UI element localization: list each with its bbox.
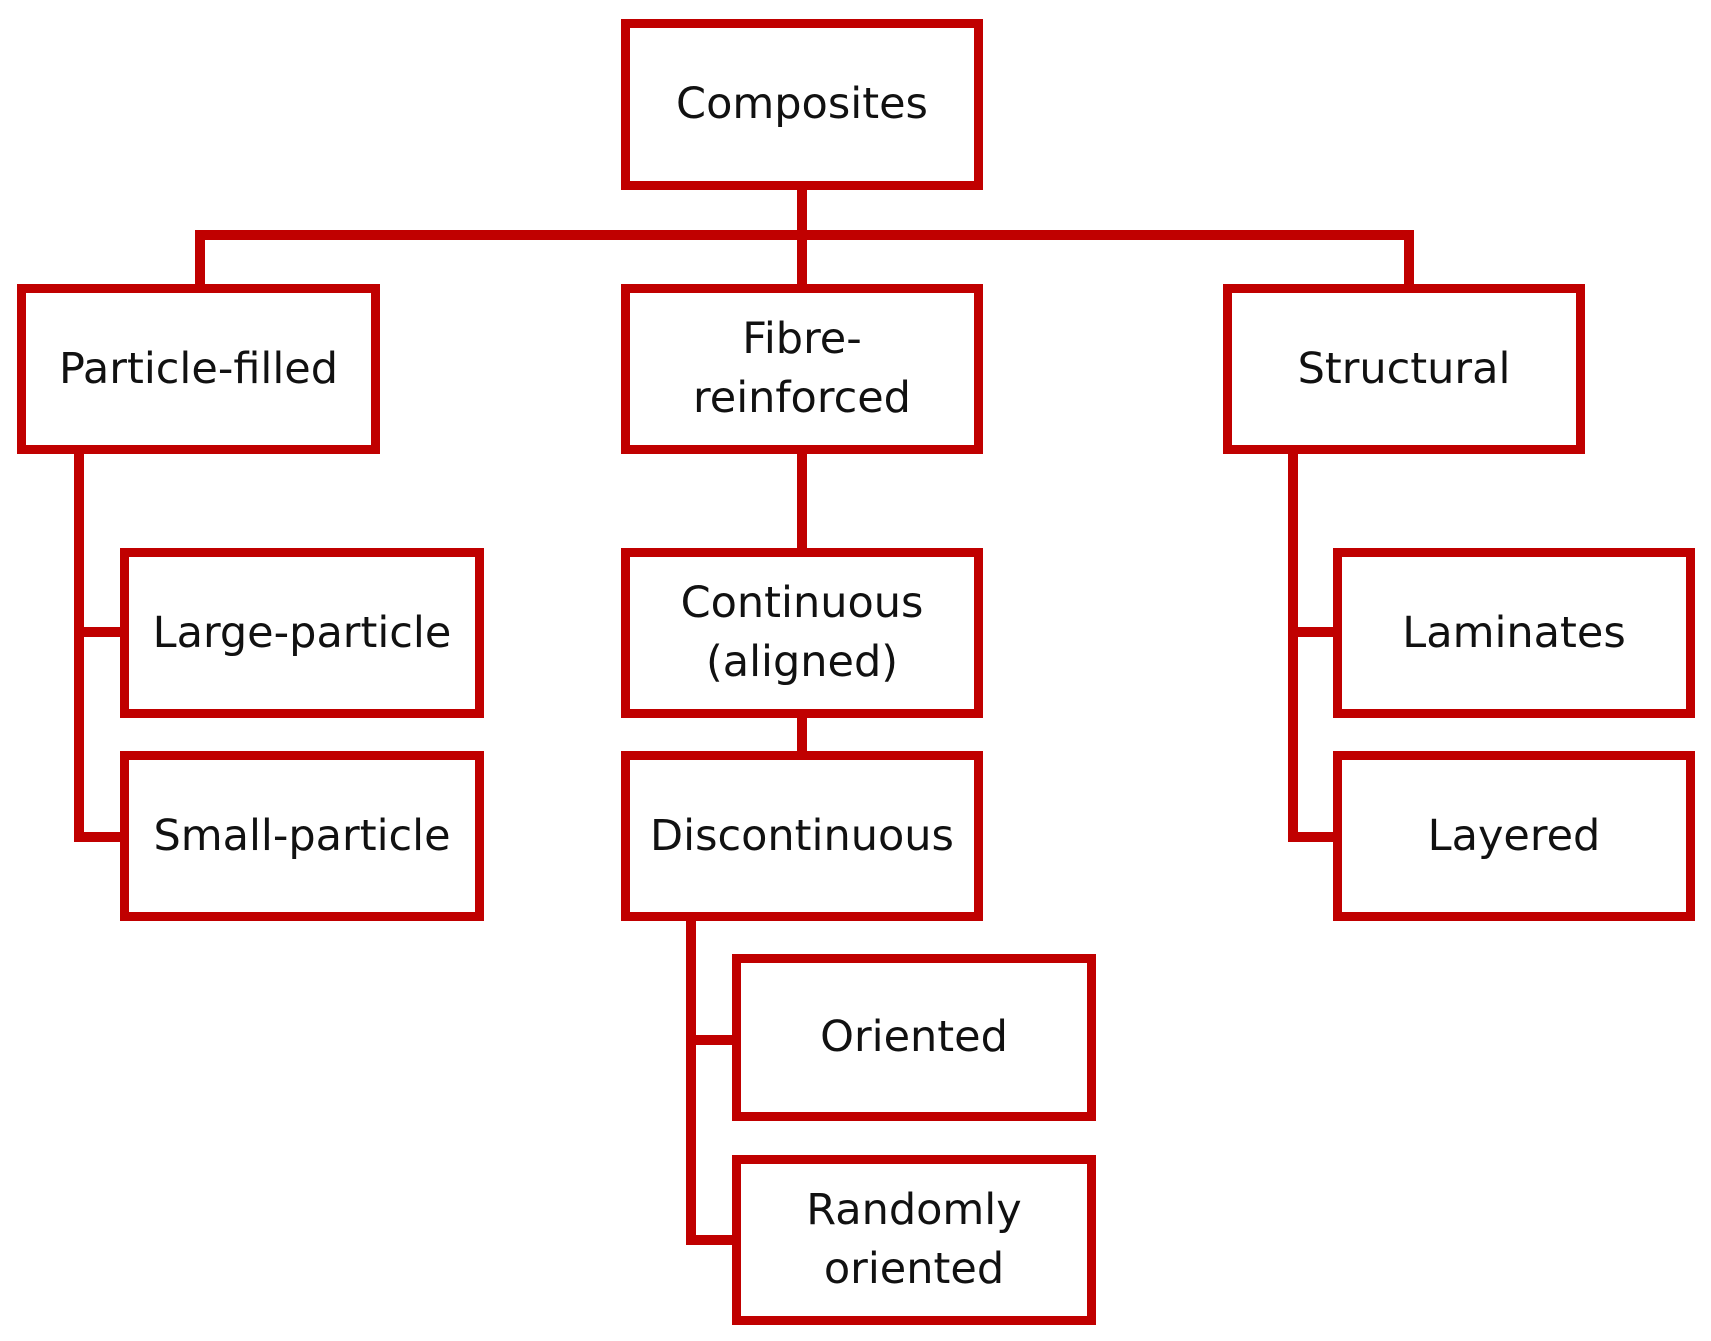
node-discontinuous: Discontinuous	[621, 751, 983, 921]
node-composites: Composites	[621, 19, 983, 190]
node-structural: Structural	[1223, 284, 1585, 454]
node-small-particle: Small-particle	[120, 751, 484, 921]
node-large-particle: Large-particle	[120, 548, 484, 718]
node-continuous-aligned: Continuous (aligned)	[621, 548, 983, 718]
connector-discontinuous-spine	[686, 917, 696, 1245]
node-laminates: Laminates	[1333, 548, 1695, 718]
connector-to-particle	[195, 230, 205, 287]
connector-oriented	[686, 1035, 738, 1045]
connector-large-particle	[74, 627, 126, 637]
connector-continuous-to-discontinuous	[797, 715, 807, 755]
connector-to-structural	[1404, 230, 1414, 287]
node-particle-filled: Particle-filled	[17, 284, 380, 454]
node-randomly-oriented: Randomly oriented	[732, 1155, 1096, 1325]
connector-fibre-to-continuous	[797, 450, 807, 552]
connector-laminates	[1288, 627, 1340, 637]
connector-randomly-oriented	[686, 1235, 738, 1245]
connector-top-bar	[195, 230, 1414, 240]
connector-structural-spine	[1288, 450, 1298, 842]
connector-small-particle	[74, 832, 126, 842]
connector-particle-spine	[74, 450, 84, 842]
node-layered: Layered	[1333, 751, 1695, 921]
connector-layered	[1288, 832, 1340, 842]
node-fibre-reinforced: Fibre- reinforced	[621, 284, 983, 454]
node-oriented: Oriented	[732, 954, 1096, 1121]
